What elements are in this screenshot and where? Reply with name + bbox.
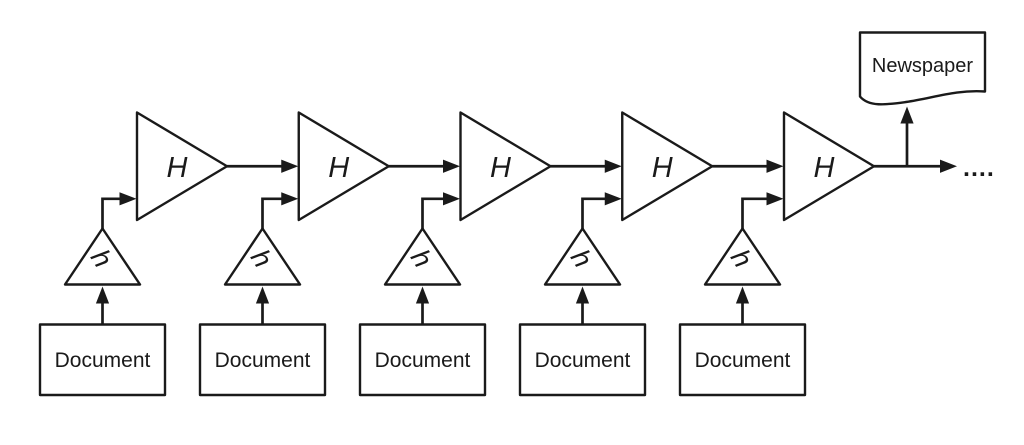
document-label: Document — [215, 349, 311, 372]
hidden-unit-label: H — [490, 152, 511, 184]
right-arrowhead-icon — [281, 192, 299, 206]
up-arrowhead-icon — [575, 286, 590, 304]
encoder-triangle — [703, 227, 782, 286]
output-section: .... Newspaper — [858, 31, 995, 182]
document-box — [518, 323, 647, 397]
hidden-unit-label: H — [167, 152, 188, 184]
hidden-unit-label: H — [328, 152, 349, 184]
encoder-to-hidden-connector — [581, 197, 608, 229]
hidden-unit-triangle — [459, 111, 552, 222]
right-arrowhead-icon — [604, 159, 622, 173]
document-box — [678, 323, 807, 397]
pipeline-unit: Document h H — [518, 111, 714, 397]
encoder-triangle — [543, 227, 622, 286]
continuation-dots: .... — [963, 154, 995, 182]
hidden-unit-triangle — [297, 111, 390, 222]
document-label: Document — [535, 349, 631, 372]
recurrent-chain-arrows — [227, 159, 784, 173]
right-arrowhead-icon — [443, 192, 460, 206]
encoder-to-hidden-connector — [101, 197, 122, 229]
pipeline-unit: Document h H — [198, 111, 390, 397]
right-arrowhead-icon — [443, 159, 460, 173]
pipeline-unit: Document h H — [38, 111, 229, 397]
document-label: Document — [695, 349, 791, 372]
right-arrowhead-icon — [766, 192, 784, 206]
document-box — [198, 323, 327, 397]
document-box — [358, 323, 487, 397]
hidden-unit-triangle — [135, 111, 229, 222]
newspaper-shape — [858, 31, 987, 106]
right-arrowhead-icon — [281, 159, 299, 173]
encoder-triangle — [63, 227, 142, 286]
up-arrowhead-icon — [255, 286, 270, 304]
document-box — [38, 323, 167, 397]
encoder-to-hidden-connector — [741, 197, 769, 229]
hidden-unit-triangle — [782, 111, 876, 222]
hidden-unit-label: H — [652, 152, 673, 184]
up-arrowhead-icon — [735, 286, 750, 304]
pipeline-unit: Document h H — [678, 111, 876, 397]
up-arrowhead-icon — [415, 286, 430, 304]
right-arrowhead-icon — [604, 192, 622, 206]
hidden-unit-triangle — [621, 111, 714, 222]
newspaper-label: Newspaper — [872, 55, 974, 77]
right-arrowhead-icon — [119, 192, 137, 206]
pipeline-unit: Document h H — [358, 111, 552, 397]
hidden-unit-label: H — [814, 152, 835, 184]
encoder-to-hidden-connector — [421, 197, 446, 229]
up-arrowhead-icon — [900, 106, 914, 124]
right-arrowhead-icon — [940, 159, 957, 173]
document-label: Document — [375, 349, 471, 372]
encoder-triangle — [223, 227, 302, 286]
up-arrowhead-icon — [95, 286, 110, 304]
document-label: Document — [55, 349, 151, 372]
encoder-triangle — [383, 227, 462, 286]
right-arrowhead-icon — [766, 159, 784, 173]
encoder-to-hidden-connector — [261, 197, 284, 229]
